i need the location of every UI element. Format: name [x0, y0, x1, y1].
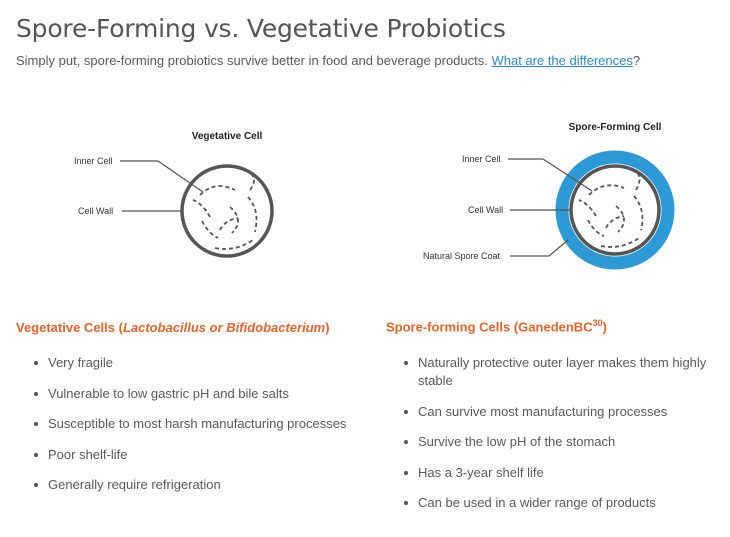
spore-heading-text: Spore-forming Cells (GanedenBC — [386, 319, 593, 335]
vegetative-heading-italic: Lactobacillus or Bifidobacterium — [122, 320, 326, 335]
spore-cell-wall-circle — [569, 164, 661, 256]
spore-cell-wall-label: Cell Wall — [468, 205, 503, 215]
vegetative-heading-prefix: Vegetative Cells ( — [16, 320, 123, 335]
page-title: Spore-Forming vs. Vegetative Probiotics — [16, 14, 506, 43]
list-item: Naturally protective outer layer makes t… — [386, 354, 726, 390]
spore-inner-cell-label: Inner Cell — [462, 154, 501, 164]
cell-wall-label: Cell Wall — [78, 206, 113, 216]
differences-link[interactable]: What are the differences — [491, 53, 633, 68]
inner-cell-strands — [192, 174, 258, 250]
list-item: Generally require refrigeration — [16, 476, 366, 494]
intro-text: Simply put, spore-forming probiotics sur… — [16, 53, 492, 68]
list-item: Poor shelf-life — [16, 446, 366, 464]
list-item: Susceptible to most harsh manufacturing … — [16, 415, 366, 433]
spore-heading-suffix: ) — [602, 319, 607, 335]
inner-cell-label: Inner Cell — [74, 156, 113, 166]
spore-heading-sup: 30 — [592, 318, 603, 328]
vegetative-cell-svg: Vegetative Cell Inner Cell Cell Wall — [74, 131, 274, 258]
spore-cell-title: Spore-Forming Cell — [569, 122, 662, 133]
vegetative-heading-suffix: ) — [325, 320, 330, 335]
spore-list: Naturally protective outer layer makes t… — [386, 354, 726, 525]
spore-coat-label: Natural Spore Coat — [423, 251, 501, 261]
intro-end: ? — [632, 53, 641, 68]
vegetative-list: Very fragile Vulnerable to low gastric p… — [16, 354, 366, 507]
spore-inner-strands — [578, 173, 644, 248]
list-item: Has a 3-year shelf life — [386, 464, 726, 482]
list-item: Survive the low pH of the stomach — [386, 433, 726, 451]
spore-cell-svg: Spore-Forming Cell Inner Cell Cell Wall … — [423, 122, 675, 270]
spore-heading: Spore-forming Cells (GanedenBC30) — [386, 318, 607, 334]
list-item: Vulnerable to low gastric pH and bile sa… — [16, 385, 366, 403]
list-item: Can be used in a wider range of products — [386, 494, 726, 512]
list-item: Very fragile — [16, 354, 366, 372]
vegetative-cell-title: Vegetative Cell — [192, 131, 263, 142]
vegetative-heading: Vegetative Cells (Lactobacillus or Bifid… — [16, 320, 330, 335]
list-item: Can survive most manufacturing processes — [386, 403, 726, 421]
intro-paragraph: Simply put, spore-forming probiotics sur… — [16, 53, 640, 68]
cell-wall-circle — [180, 164, 274, 258]
spore-cell-diagram: Spore-Forming Cell Inner Cell Cell Wall … — [418, 112, 678, 277]
vegetative-cell-diagram: Vegetative Cell Inner Cell Cell Wall — [60, 120, 300, 270]
